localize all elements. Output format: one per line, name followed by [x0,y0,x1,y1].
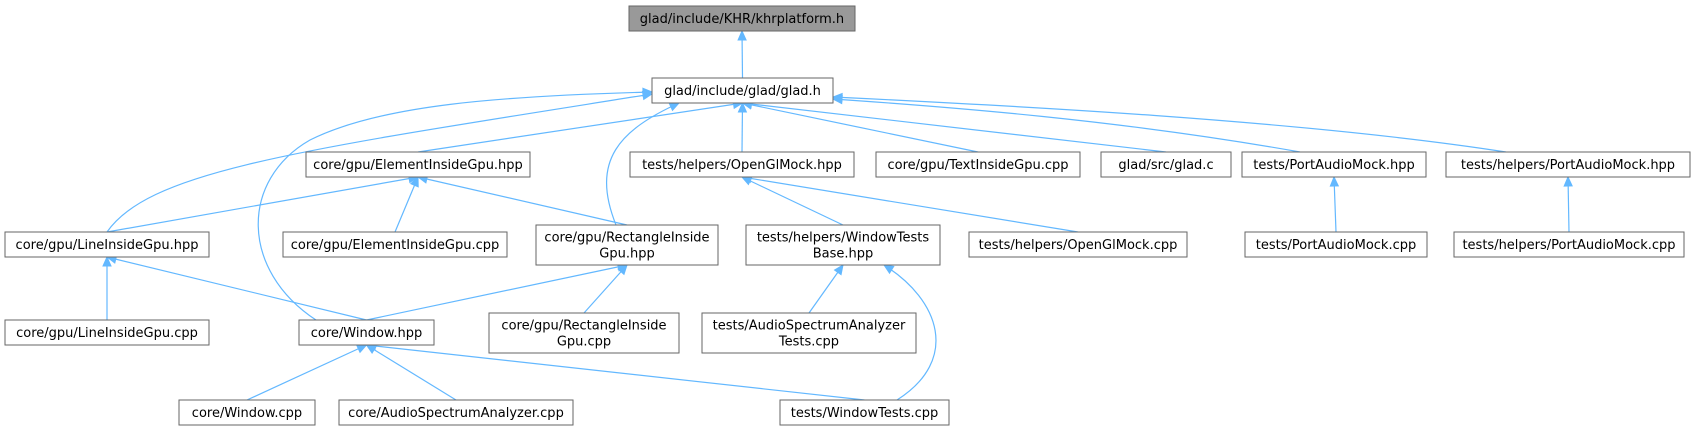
edge-audiospectrum_tests_cpp-to-windowtests_base_hpp [808,263,844,314]
edge-window_hpp-to-glad_h [257,87,654,321]
node-box [298,319,435,346]
node-helpers_portaudio_mock_hpp[interactable]: tests/helpers/PortAudioMock.hpp [1445,151,1691,178]
node-box [535,224,719,266]
node-elementinside_hpp[interactable]: core/gpu/ElementInsideGpu.hpp [305,151,531,178]
node-label: tests/helpers/WindowTests [757,231,930,246]
node-box [629,151,855,178]
nodes-layer: glad/include/KHR/khrplatform.h glad/inclu… [4,5,1691,426]
edge-lineinside_hpp-to-elementinside_hpp [106,173,420,233]
edge-glad_h-to-khrplatform [737,29,747,79]
node-label: tests/AudioSpectrumAnalyzer [713,319,906,334]
node-box [1453,231,1685,258]
node-box [875,151,1081,178]
node-lineinside_cpp[interactable]: core/gpu/LineInsideGpu.cpp [4,319,210,346]
node-label: core/gpu/ElementInsideGpu.cpp [291,238,500,253]
node-label: tests/helpers/OpenGlMock.hpp [642,158,842,173]
edge-helpers_portaudio_mock_hpp-to-glad_h [831,92,1507,153]
node-portaudio_mock_cpp[interactable]: tests/PortAudioMock.cpp [1244,231,1428,258]
edge-portaudio_mock_cpp-to-portaudio_mock_hpp [1329,175,1340,233]
node-label: core/gpu/LineInsideGpu.cpp [16,326,198,341]
node-box [651,77,834,104]
node-box [701,312,917,354]
node-label: Gpu.cpp [557,335,611,350]
node-box [779,399,950,426]
edge-window_hpp-to-rectangleinside_hpp [366,262,629,321]
node-window_cpp[interactable]: core/Window.cpp [178,399,316,426]
node-box [968,231,1188,258]
node-label: tests/PortAudioMock.hpp [1253,158,1415,173]
node-box [305,151,531,178]
node-label: glad/include/KHR/khrplatform.h [640,12,844,27]
edge-windowtests_cpp-to-windowtests_base_hpp [882,264,937,401]
edge-rectangleinside_cpp-to-rectangleinside_hpp [583,264,628,314]
edge-helpers_portaudio_mock_cpp-to-helpers_portaudio_mock_hpp [1563,175,1573,233]
node-label: core/gpu/TextInsideGpu.cpp [887,158,1068,173]
edge-elementinside_hpp-to-glad_h [417,99,744,153]
node-label: glad/include/glad/glad.h [664,84,821,99]
edge-window_hpp-to-lineinside_hpp [105,254,367,321]
node-box [1241,151,1427,178]
node-label: core/Window.cpp [192,406,302,421]
node-label: core/gpu/RectangleInside [544,231,709,246]
edge-lineinside_cpp-to-lineinside_hpp [102,255,112,320]
node-label: core/AudioSpectrumAnalyzer.cpp [348,406,564,421]
node-box [282,231,508,258]
node-box [1445,151,1691,178]
node-label: tests/helpers/OpenGlMock.cpp [979,238,1178,253]
node-box [4,231,210,258]
node-label: core/Window.hpp [311,326,422,341]
node-label: Tests.cpp [778,335,839,350]
node-label: core/gpu/LineInsideGpu.hpp [16,238,199,253]
edge-opengl_mock_cpp-to-opengl_mock_hpp [740,173,1079,233]
node-windowtests_cpp[interactable]: tests/WindowTests.cpp [779,399,950,426]
node-opengl_mock_hpp[interactable]: tests/helpers/OpenGlMock.hpp [629,151,855,178]
node-glad_h[interactable]: glad/include/glad/glad.h [651,77,834,104]
node-label: tests/PortAudioMock.cpp [1256,238,1416,253]
node-lineinside_hpp[interactable]: core/gpu/LineInsideGpu.hpp [4,231,210,258]
node-window_hpp[interactable]: core/Window.hpp [298,319,435,346]
edge-portaudio_mock_hpp-to-glad_h [831,94,1301,153]
node-label: core/gpu/RectangleInside [501,319,666,334]
edge-window_cpp-to-window_hpp [246,344,368,401]
node-label: Base.hpp [813,247,874,262]
node-label: core/gpu/ElementInsideGpu.hpp [313,158,523,173]
node-box [1244,231,1428,258]
node-label: tests/WindowTests.cpp [791,406,939,421]
node-label: tests/helpers/PortAudioMock.hpp [1461,158,1675,173]
node-glad_c[interactable]: glad/src/glad.c [1100,151,1232,178]
node-box [628,5,856,32]
edge-rectangleinside_hpp-to-elementinside_hpp [416,174,628,226]
node-portaudio_mock_hpp[interactable]: tests/PortAudioMock.hpp [1241,151,1427,178]
edge-windowtests_base_hpp-to-opengl_mock_hpp [740,176,844,226]
node-label: glad/src/glad.c [1118,158,1213,173]
node-elementinside_cpp[interactable]: core/gpu/ElementInsideGpu.cpp [282,231,508,258]
node-box [338,399,574,426]
node-opengl_mock_cpp[interactable]: tests/helpers/OpenGlMock.cpp [968,231,1188,258]
node-label: Gpu.hpp [599,247,654,262]
node-box [488,312,680,354]
node-helpers_portaudio_mock_cpp[interactable]: tests/helpers/PortAudioMock.cpp [1453,231,1685,258]
node-box [4,319,210,346]
node-box [1100,151,1232,178]
node-label: tests/helpers/PortAudioMock.cpp [1462,238,1675,253]
node-khrplatform: glad/include/KHR/khrplatform.h [628,5,856,32]
node-box [745,224,941,266]
edge-opengl_mock_hpp-to-glad_h [737,101,748,153]
edge-elementinside_cpp-to-elementinside_hpp [394,175,419,233]
node-textinside_cpp[interactable]: core/gpu/TextInsideGpu.cpp [875,151,1081,178]
node-audiospectrum_cpp[interactable]: core/AudioSpectrumAnalyzer.cpp [338,399,574,426]
node-box [178,399,316,426]
edges-layer [102,29,1573,401]
